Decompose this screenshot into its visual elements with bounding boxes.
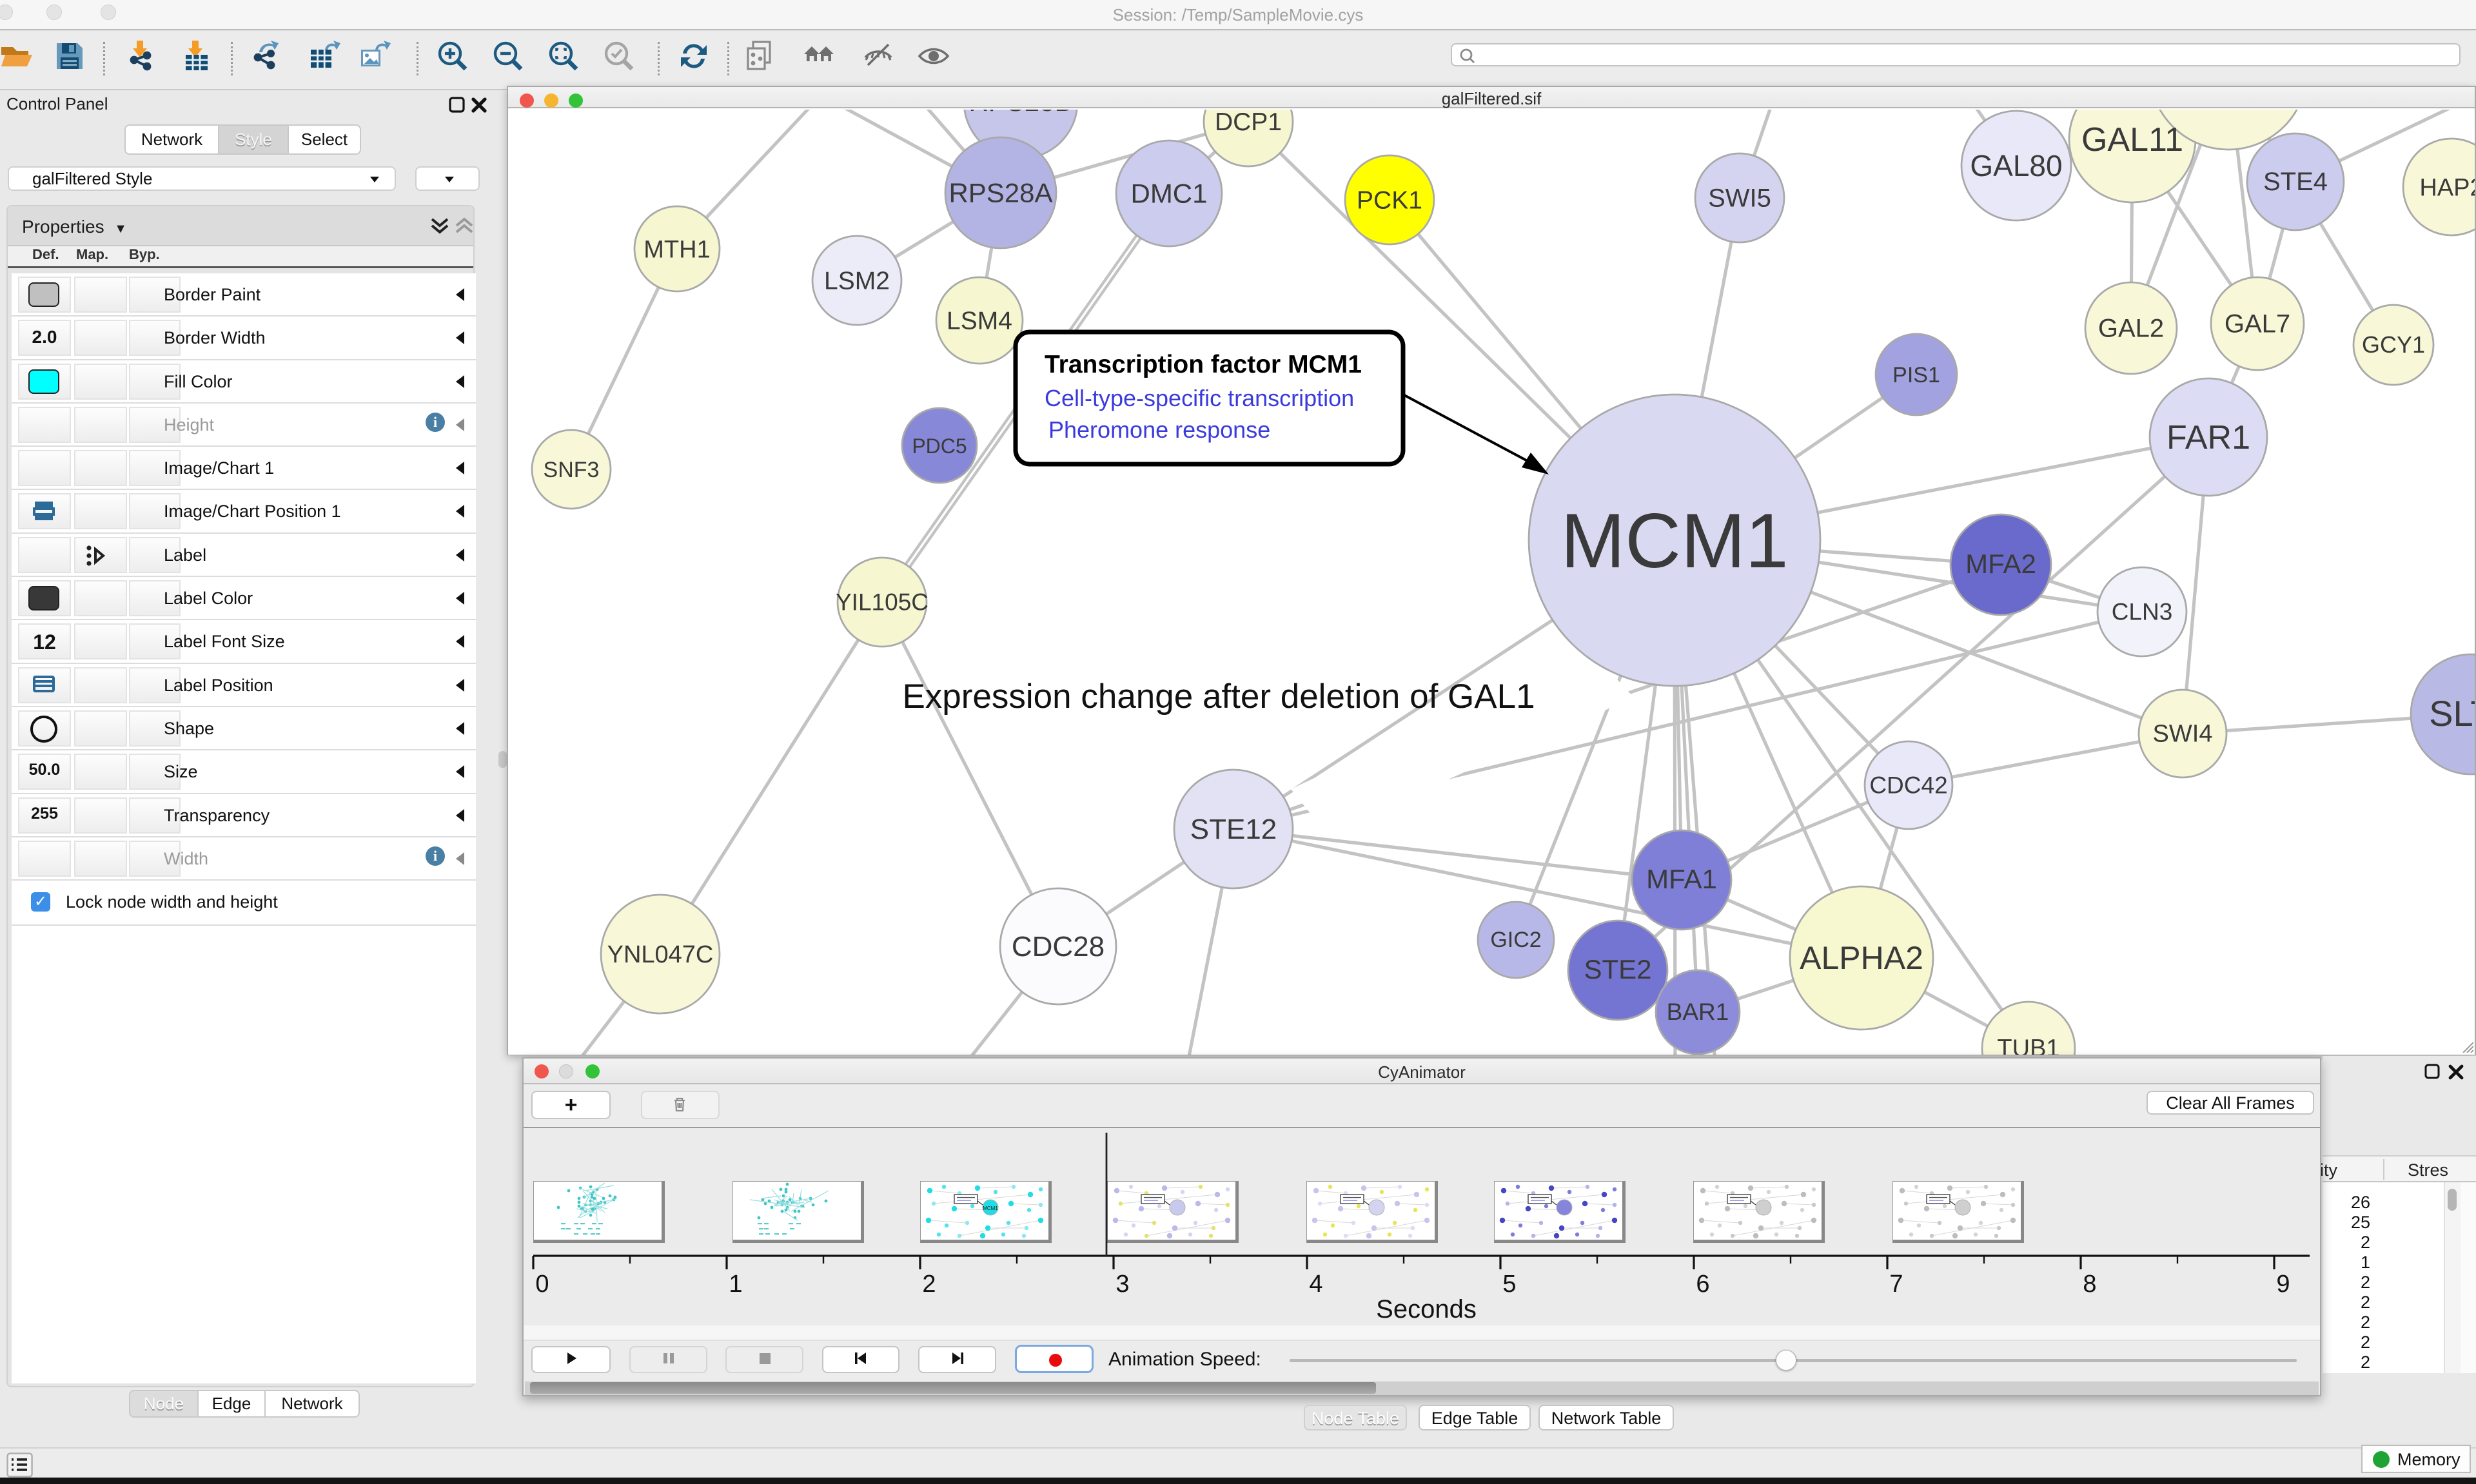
svg-text:DMC1: DMC1 (1130, 179, 1207, 209)
svg-text:9: 9 (2276, 1271, 2290, 1298)
svg-text:25: 25 (2351, 1213, 2370, 1232)
svg-text:BAR1: BAR1 (1667, 999, 1729, 1025)
svg-text:PCK1: PCK1 (1357, 186, 1422, 214)
svg-text:STE2: STE2 (1584, 954, 1651, 984)
svg-text:3: 3 (1115, 1271, 1129, 1298)
svg-text:STE4: STE4 (2263, 168, 2328, 196)
svg-text:TUB1: TUB1 (1997, 1035, 2059, 1055)
svg-text:GAL2: GAL2 (2098, 314, 2164, 342)
svg-text:5: 5 (1502, 1271, 1516, 1298)
svg-text:1: 1 (729, 1271, 742, 1298)
svg-text:8: 8 (2083, 1271, 2096, 1298)
svg-text:MCM1: MCM1 (983, 1206, 998, 1211)
svg-text:MFA1: MFA1 (1646, 864, 1717, 894)
svg-text:0: 0 (535, 1271, 549, 1298)
svg-text:FAR1: FAR1 (2166, 419, 2250, 456)
svg-text:YNL047C: YNL047C (607, 941, 714, 968)
svg-text:GCY1: GCY1 (2362, 331, 2425, 358)
svg-text:7: 7 (1889, 1271, 1903, 1298)
svg-text:SWI4: SWI4 (2153, 721, 2213, 748)
svg-text:Seconds: Seconds (1376, 1295, 1477, 1323)
svg-text:Pheromone response: Pheromone response (1048, 416, 1270, 443)
svg-text:2: 2 (2361, 1333, 2370, 1352)
svg-text:RPS28A: RPS28A (948, 178, 1052, 208)
svg-text:SWI5: SWI5 (1708, 184, 1771, 212)
svg-text:6: 6 (1696, 1271, 1709, 1298)
svg-text:LSM2: LSM2 (824, 267, 890, 295)
svg-text:Transcription factor MCM1: Transcription factor MCM1 (1045, 351, 1362, 378)
svg-text:GAL80: GAL80 (1970, 149, 2062, 182)
svg-text:2: 2 (2361, 1273, 2370, 1292)
svg-text:2: 2 (2361, 1233, 2370, 1252)
svg-text:HAP2: HAP2 (2419, 174, 2475, 201)
svg-text:PDC5: PDC5 (912, 434, 967, 458)
svg-text:ALPHA2: ALPHA2 (1800, 940, 1923, 976)
svg-text:SNF3: SNF3 (544, 458, 600, 482)
svg-text:GIC2: GIC2 (1490, 928, 1541, 952)
svg-text:CDC42: CDC42 (1869, 772, 1947, 799)
svg-text:CLN3: CLN3 (2112, 599, 2173, 625)
svg-text:CDC28: CDC28 (1012, 931, 1105, 962)
svg-text:Expression change after deleti: Expression change after deletion of GAL1 (902, 678, 1535, 716)
svg-text:MTH1: MTH1 (644, 236, 710, 263)
svg-text:2: 2 (2361, 1313, 2370, 1332)
svg-text:GAL7: GAL7 (2225, 309, 2290, 338)
svg-text:LSM4: LSM4 (947, 307, 1012, 335)
svg-text:MFA2: MFA2 (1965, 549, 2036, 579)
svg-text:2: 2 (2361, 1352, 2370, 1372)
svg-text:DCP1: DCP1 (1215, 110, 1282, 136)
svg-text:Cell-type-specific transcripti: Cell-type-specific transcription (1045, 385, 1354, 411)
svg-text:SLT2: SLT2 (2429, 693, 2475, 734)
svg-text:2: 2 (922, 1271, 936, 1298)
svg-text:MCM1: MCM1 (1560, 498, 1788, 584)
svg-text:PIS1: PIS1 (1892, 363, 1940, 387)
svg-text:2: 2 (2361, 1293, 2370, 1312)
svg-text:26: 26 (2351, 1193, 2370, 1212)
svg-text:STE12: STE12 (1190, 814, 1277, 845)
svg-text:RPS28B: RPS28B (968, 110, 1072, 117)
svg-text:YIL105C: YIL105C (836, 589, 928, 616)
svg-text:GAL11: GAL11 (2081, 121, 2183, 159)
svg-text:1: 1 (2361, 1253, 2370, 1272)
svg-text:4: 4 (1309, 1271, 1322, 1298)
